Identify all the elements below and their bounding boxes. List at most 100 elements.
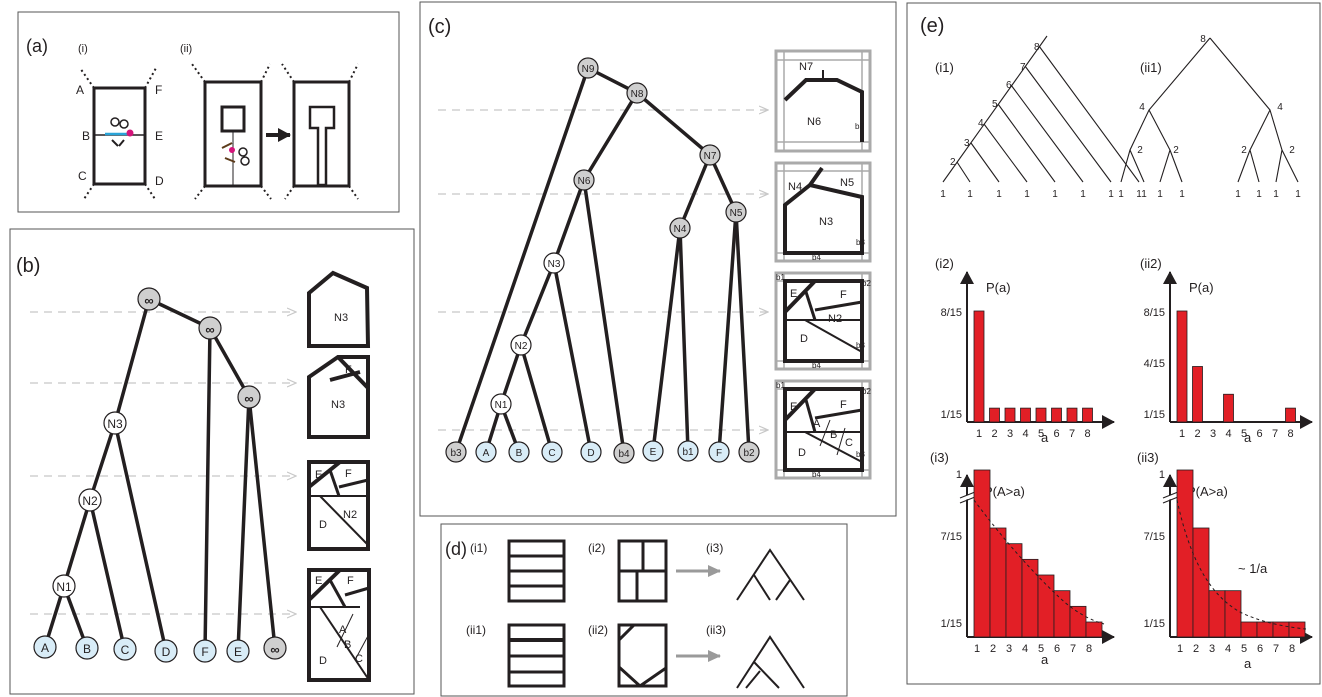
svg-text:N2: N2 xyxy=(343,509,357,521)
svg-text:8: 8 xyxy=(1034,42,1040,53)
svg-text:b2: b2 xyxy=(862,387,871,396)
x-tick-label: 2 xyxy=(1195,428,1201,440)
svg-text:N5: N5 xyxy=(730,208,743,219)
x-tick-label: 6 xyxy=(1054,643,1060,655)
svg-text:2: 2 xyxy=(1137,145,1143,156)
x-tick-label: 6 xyxy=(1257,643,1263,655)
bar-ii3-8 xyxy=(1288,621,1306,638)
svg-text:F: F xyxy=(840,289,847,301)
bar-ii2-1 xyxy=(1176,310,1188,423)
svg-text:C: C xyxy=(845,437,853,449)
svg-text:N9: N9 xyxy=(582,64,595,75)
svg-text:N3: N3 xyxy=(107,417,123,431)
svg-text:D: D xyxy=(587,448,594,459)
panel-c-label: (c) xyxy=(428,16,451,38)
svg-text:(i1): (i1) xyxy=(935,60,954,75)
panel-a: (a) (i) (ii) A F B E C D xyxy=(17,11,400,213)
svg-text:1: 1 xyxy=(1256,189,1262,200)
svg-text:1: 1 xyxy=(1235,189,1241,200)
fit-curve-ii3 xyxy=(1176,499,1307,630)
svg-text:D: D xyxy=(800,333,808,345)
svg-text:1/15: 1/15 xyxy=(1144,409,1165,421)
bar-ii2-2 xyxy=(1192,366,1203,423)
svg-text:1: 1 xyxy=(1179,189,1185,200)
svg-text:a: a xyxy=(1244,656,1252,671)
svg-text:8: 8 xyxy=(1200,34,1206,45)
svg-text:(ii2): (ii2) xyxy=(1140,256,1162,271)
svg-text:b2: b2 xyxy=(862,279,871,288)
panel-d: (d) (i1) (i2) (i3) (ii1) (ii2) (ii3) xyxy=(440,523,848,697)
svg-text:b4: b4 xyxy=(812,361,821,370)
svg-text:∞: ∞ xyxy=(270,642,279,657)
svg-text:1/15: 1/15 xyxy=(1144,618,1165,630)
svg-text:1: 1 xyxy=(1141,189,1147,200)
panel-c: (c) N9 N8 xyxy=(419,1,897,517)
x-tick-label: 4 xyxy=(1022,643,1028,655)
bar-ii2-4 xyxy=(1223,393,1234,423)
svg-text:4/15: 4/15 xyxy=(1144,358,1165,370)
x-tick-label: 5 xyxy=(1241,428,1247,440)
svg-text:B: B xyxy=(830,429,837,441)
svg-text:F: F xyxy=(347,575,354,587)
svg-text:6: 6 xyxy=(1006,80,1012,91)
svg-text:A: A xyxy=(41,641,49,655)
svg-text:C: C xyxy=(548,448,555,459)
x-tick-label: 1 xyxy=(1179,428,1185,440)
svg-text:1: 1 xyxy=(1295,189,1301,200)
svg-text:7: 7 xyxy=(1020,62,1026,73)
svg-text:C: C xyxy=(355,653,363,665)
svg-text:D: D xyxy=(319,519,327,531)
x-tick-label: 2 xyxy=(1193,643,1199,655)
svg-text:(i2): (i2) xyxy=(935,256,954,271)
svg-text:(i3): (i3) xyxy=(930,450,949,465)
bar-i2-3 xyxy=(1004,407,1016,423)
x-tick-label: 8 xyxy=(1289,643,1295,655)
svg-text:1: 1 xyxy=(1108,189,1114,200)
x-tick-label: 1 xyxy=(976,428,982,440)
bar-i3-8 xyxy=(1085,621,1103,638)
svg-text:E: E xyxy=(315,469,322,481)
x-tick-label: 8 xyxy=(1288,428,1294,440)
svg-text:N6: N6 xyxy=(807,116,821,128)
svg-text:1: 1 xyxy=(1052,189,1058,200)
svg-text:1: 1 xyxy=(1159,469,1165,481)
svg-text:A: A xyxy=(813,418,821,430)
svg-text:b3: b3 xyxy=(856,341,865,350)
x-tick-label: 6 xyxy=(1257,428,1263,440)
bar-ii3-2 xyxy=(1192,527,1210,638)
svg-text:b3: b3 xyxy=(856,450,865,459)
bar-i2-7 xyxy=(1066,407,1078,423)
x-tick-label: 3 xyxy=(1210,428,1216,440)
svg-text:(ii): (ii) xyxy=(180,43,192,55)
svg-text:a: a xyxy=(1041,652,1049,667)
svg-text:b1: b1 xyxy=(682,447,694,458)
svg-text:(i3): (i3) xyxy=(706,541,723,555)
svg-text:F: F xyxy=(840,399,847,411)
svg-text:B: B xyxy=(344,639,351,651)
svg-text:(i2): (i2) xyxy=(588,541,605,555)
svg-text:1: 1 xyxy=(1157,189,1163,200)
bar-i3-2 xyxy=(989,527,1007,638)
bar-i3-4 xyxy=(1021,558,1039,638)
bar-ii2-8 xyxy=(1285,407,1296,423)
x-tick-label: 4 xyxy=(1226,428,1232,440)
svg-text:b1: b1 xyxy=(776,273,785,282)
svg-text:P(a): P(a) xyxy=(1189,280,1214,295)
svg-text:~ 1/a: ~ 1/a xyxy=(1238,561,1268,576)
svg-text:3: 3 xyxy=(964,138,970,149)
x-tick-label: 5 xyxy=(1038,643,1044,655)
svg-text:1: 1 xyxy=(1118,189,1124,200)
svg-text:F: F xyxy=(345,468,352,480)
svg-text:N3: N3 xyxy=(819,216,833,228)
x-tick-label: 7 xyxy=(1070,643,1076,655)
x-tick-label: 5 xyxy=(1038,428,1044,440)
svg-text:2: 2 xyxy=(1241,145,1247,156)
x-tick-label: 2 xyxy=(990,643,996,655)
bar-i2-2 xyxy=(989,407,1000,423)
bar-ii3-6 xyxy=(1256,621,1274,638)
x-tick-label: 7 xyxy=(1272,428,1278,440)
svg-text:a: a xyxy=(1244,430,1252,445)
x-tick-label: 6 xyxy=(1054,428,1060,440)
svg-text:P(A>a): P(A>a) xyxy=(1187,484,1228,499)
svg-text:E: E xyxy=(790,401,797,413)
